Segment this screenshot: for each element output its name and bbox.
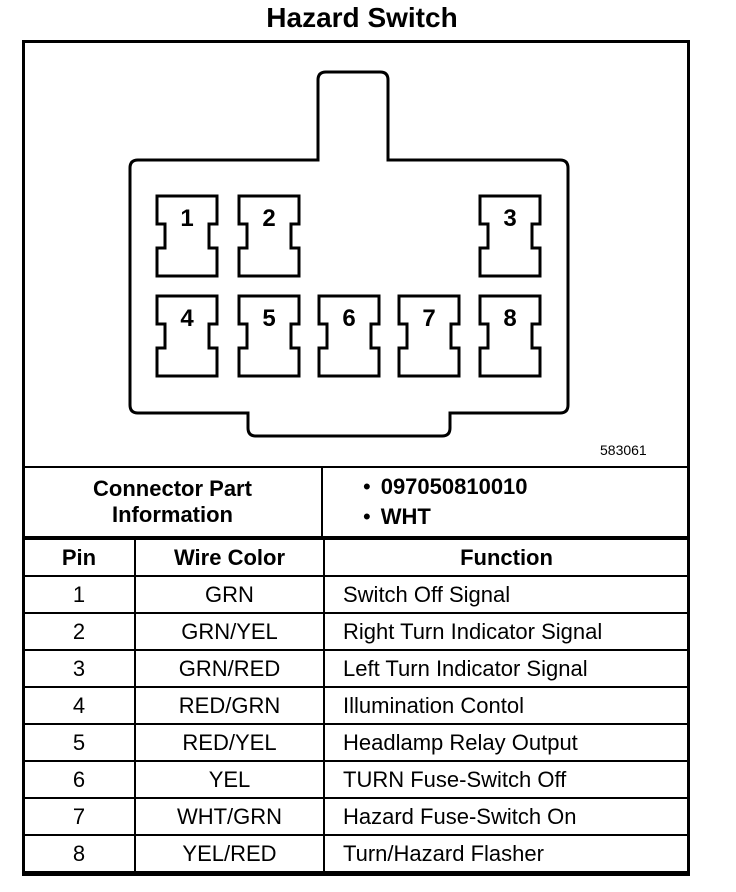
pin-number-label: 2 [262,205,275,232]
pin-table: Pin Wire Color Function 1 GRN Switch Off… [22,538,690,873]
connector-info-values: • 097050810010 • WHT [321,466,690,538]
diagram-frame [22,40,690,876]
connector-info-label: Connector Part Information [22,466,323,538]
pin-terminal [155,194,219,278]
pin-terminal [237,294,301,378]
pin-number-label: 3 [503,205,516,232]
pin-terminal [397,294,461,378]
table-row: 4 RED/GRN Illumination Contol [22,686,690,725]
page-title: Hazard Switch [266,2,458,33]
pin-number-label: 7 [422,305,435,332]
table-row: 3 GRN/RED Left Turn Indicator Signal [22,649,690,688]
table-row: 6 YEL TURN Fuse-Switch Off [22,760,690,799]
table-row: 5 RED/YEL Headlamp Relay Output [22,723,690,762]
pin-number-label: 1 [180,205,193,232]
pin-terminal [478,294,542,378]
pin-terminal [317,294,381,378]
connector-info-table: Connector Part Information • 09705081001… [22,466,690,538]
header-pin: Pin [22,538,136,577]
pin-number-label: 4 [180,305,194,332]
connector-part-number: • 097050810010 [363,474,528,499]
table-row: 7 WHT/GRN Hazard Fuse-Switch On [22,797,690,836]
pin-terminal [478,194,542,278]
pin-terminal [237,194,301,278]
pin-number-label: 6 [342,305,355,332]
connector-diagram: 1 2 3 4 5 6 7 8 [128,70,570,438]
pin-terminal [155,294,219,378]
header-function: Function [323,538,690,577]
diagram-id: 583061 [600,442,647,458]
pin-table-header: Pin Wire Color Function [22,538,690,577]
pin-number-label: 8 [503,305,516,332]
table-row: 2 GRN/YEL Right Turn Indicator Signal [22,612,690,651]
table-row: 8 YEL/RED Turn/Hazard Flasher [22,834,690,873]
header-wire-color: Wire Color [134,538,325,577]
table-row: 1 GRN Switch Off Signal [22,575,690,614]
connector-outline [128,70,570,438]
connector-color: • WHT [363,504,431,529]
pin-number-label: 5 [262,305,275,332]
